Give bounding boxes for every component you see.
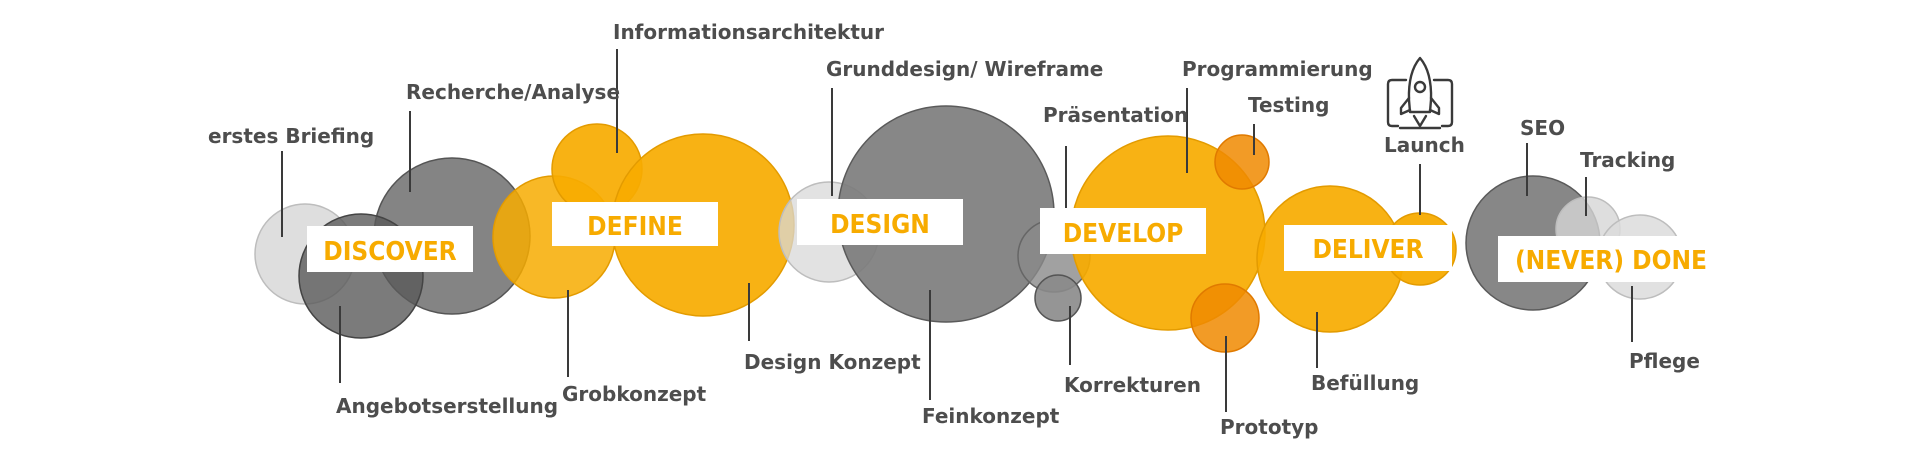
label-grobkonzept: Grobkonzept	[562, 382, 707, 406]
label-tracking: Tracking	[1580, 148, 1675, 172]
circle-korrekturen	[1034, 274, 1082, 322]
phase-discover: DISCOVER	[307, 226, 473, 272]
phase-deliver-label: DELIVER	[1312, 235, 1423, 265]
label-befuellung: Befüllung	[1311, 371, 1419, 395]
label-pflege: Pflege	[1629, 349, 1700, 373]
phase-define-label: DEFINE	[587, 212, 683, 242]
phase-discover-label: DISCOVER	[323, 237, 456, 267]
label-korrekturen: Korrekturen	[1064, 373, 1201, 397]
label-angebot: Angebotserstellung	[336, 394, 558, 418]
phase-develop-label: DEVELOP	[1063, 219, 1184, 249]
label-testing: Testing	[1248, 93, 1329, 117]
phase-done-label: (NEVER) DONE	[1515, 246, 1707, 276]
phase-develop: DEVELOP	[1040, 208, 1206, 254]
step-labels: erstes Briefing Recherche/Analyse Angebo…	[208, 20, 1700, 439]
phase-boxes: DISCOVER DEFINE DESIGN DEVELOP DELIVER (…	[307, 199, 1724, 282]
label-prototyp: Prototyp	[1220, 415, 1318, 439]
leader-lines	[281, 49, 1633, 412]
label-erstes-briefing: erstes Briefing	[208, 124, 374, 148]
phase-design-label: DESIGN	[830, 210, 930, 240]
phase-design: DESIGN	[797, 199, 963, 245]
label-design-konzept: Design Konzept	[744, 350, 921, 374]
label-recherche: Recherche/Analyse	[406, 80, 620, 104]
label-grunddesign: Grunddesign/ Wireframe	[826, 57, 1103, 81]
label-seo: SEO	[1520, 116, 1565, 140]
phase-deliver: DELIVER	[1284, 225, 1452, 271]
label-praesentation: Präsentation	[1043, 103, 1188, 127]
phase-done: (NEVER) DONE	[1498, 236, 1724, 282]
label-informationsarchitektur: Informationsarchitektur	[613, 20, 884, 44]
circle-testing	[1214, 134, 1270, 190]
rocket-icon	[1386, 56, 1454, 130]
phase-define: DEFINE	[552, 202, 718, 246]
label-launch: Launch	[1384, 133, 1465, 157]
label-programmierung: Programmierung	[1182, 57, 1373, 81]
label-feinkonzept: Feinkonzept	[922, 404, 1060, 428]
